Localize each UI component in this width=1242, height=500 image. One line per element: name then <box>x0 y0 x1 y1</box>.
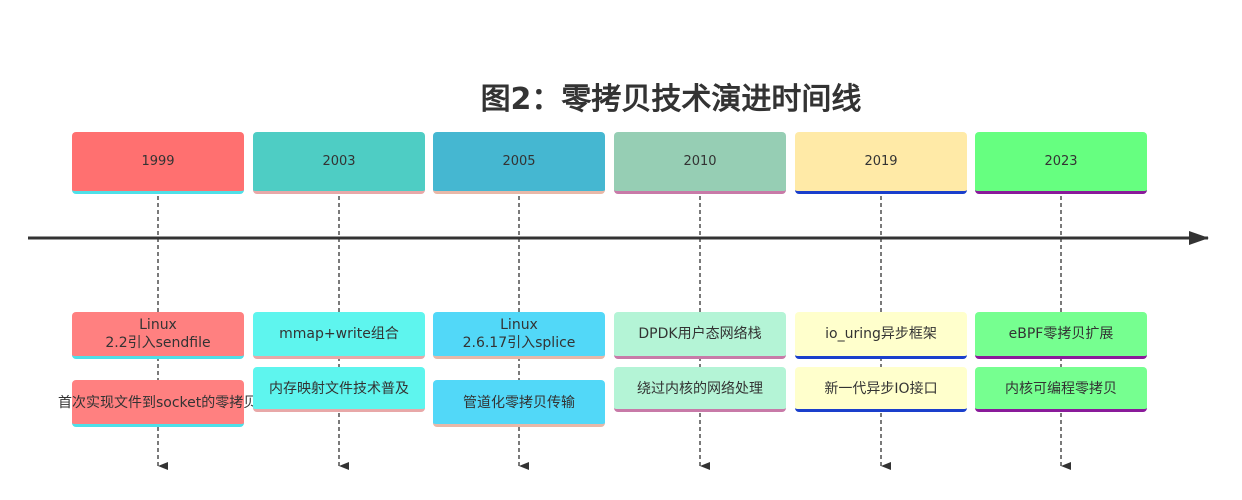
diagram-title: 图2：零拷贝技术演进时间线 <box>480 82 862 117</box>
detail-box: 内存映射文件技术普及 <box>253 367 425 412</box>
year-label: 2005 <box>502 154 536 169</box>
detail-label: 新一代异步IO接口 <box>824 381 938 397</box>
event-label-line1: io_uring异步框架 <box>825 326 937 342</box>
year-box: 2005 <box>433 132 605 194</box>
detail-box: 管道化零拷贝传输 <box>433 380 605 427</box>
detail-label: 内存映射文件技术普及 <box>269 381 409 397</box>
detail-box: 绕过内核的网络处理 <box>614 367 786 412</box>
year-box: 2003 <box>253 132 425 194</box>
event-box: io_uring异步框架 <box>795 312 967 359</box>
year-label: 1999 <box>141 154 175 169</box>
detail-label: 绕过内核的网络处理 <box>637 381 763 397</box>
year-label: 2003 <box>322 154 356 169</box>
detail-label: 首次实现文件到socket的零拷贝 <box>58 395 258 411</box>
year-box: 2010 <box>614 132 786 194</box>
year-box: 1999 <box>72 132 244 194</box>
detail-label: 管道化零拷贝传输 <box>463 395 575 411</box>
event-box: DPDK用户态网络栈 <box>614 312 786 359</box>
year-box: 2023 <box>975 132 1147 194</box>
event-label-line1: eBPF零拷贝扩展 <box>1008 326 1114 342</box>
event-box: Linux 2.2引入sendfile <box>72 312 244 359</box>
detail-label: 内核可编程零拷贝 <box>1005 381 1117 397</box>
event-label-line2: 2.2引入sendfile <box>105 335 211 351</box>
event-box: mmap+write组合 <box>253 312 425 359</box>
year-label: 2019 <box>864 154 898 169</box>
event-label-line1: Linux <box>500 317 538 333</box>
event-label-line2: 2.6.17引入splice <box>462 335 576 351</box>
event-label-line1: Linux <box>139 317 177 333</box>
detail-box: 新一代异步IO接口 <box>795 367 967 412</box>
event-box: Linux 2.6.17引入splice <box>433 312 605 359</box>
event-label-line1: mmap+write组合 <box>279 326 399 342</box>
year-label: 2010 <box>683 154 717 169</box>
event-label-line1: DPDK用户态网络栈 <box>638 326 762 342</box>
event-box: eBPF零拷贝扩展 <box>975 312 1147 359</box>
detail-box: 首次实现文件到socket的零拷贝 <box>58 380 257 427</box>
detail-box: 内核可编程零拷贝 <box>975 367 1147 412</box>
year-label: 2023 <box>1044 154 1078 169</box>
year-box: 2019 <box>795 132 967 194</box>
